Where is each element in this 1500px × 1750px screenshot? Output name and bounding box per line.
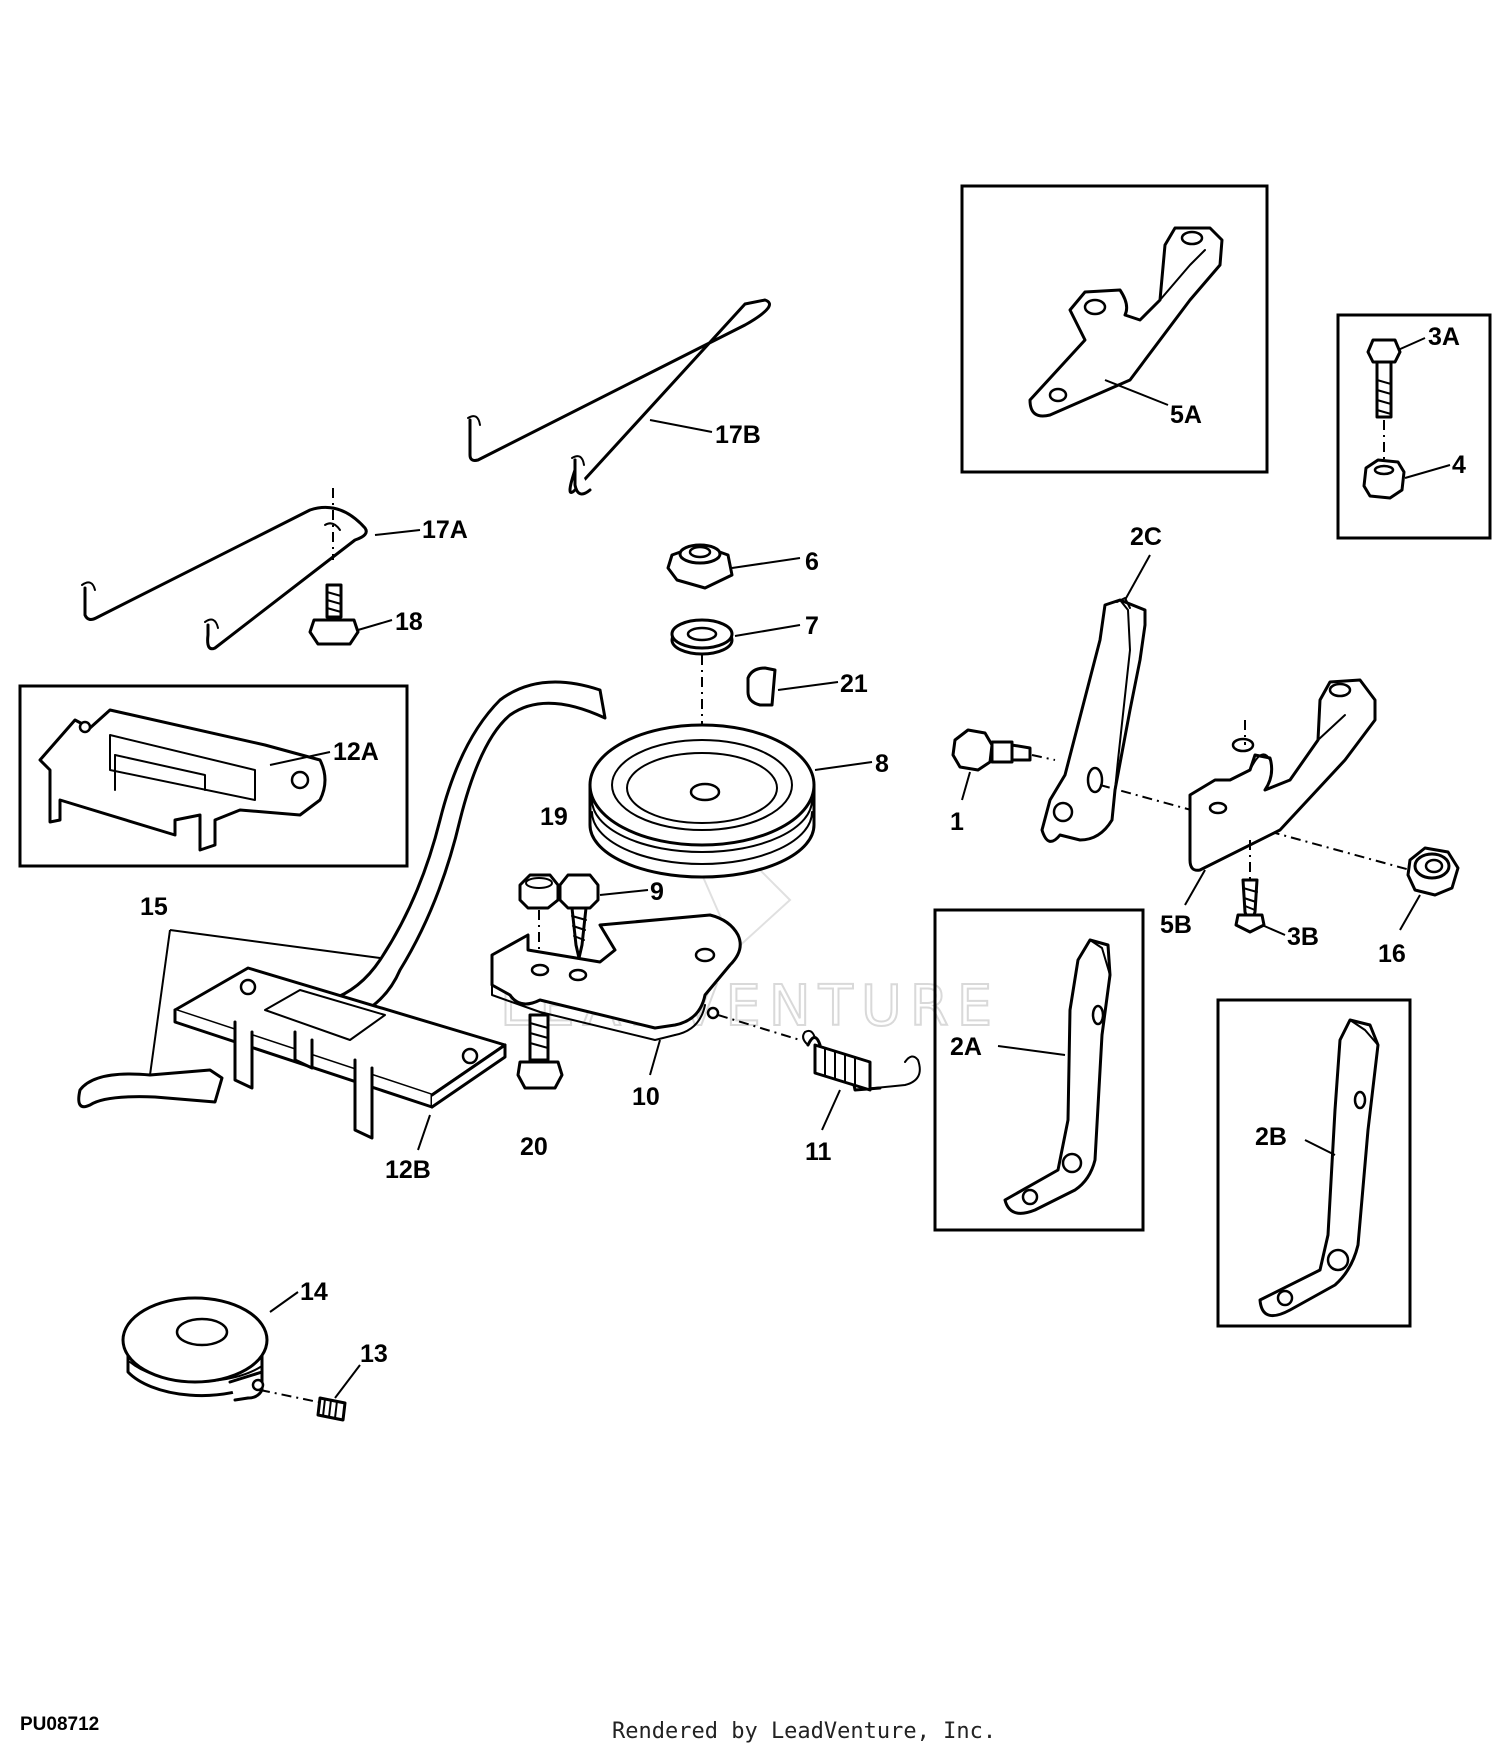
callout-17a: 17A xyxy=(422,516,468,544)
callout-5a: 5A xyxy=(1170,401,1202,429)
part-2c-arm[interactable] xyxy=(1040,597,1147,843)
callout-11: 11 xyxy=(805,1138,832,1166)
callout-13: 13 xyxy=(360,1340,388,1368)
render-credit: Rendered by LeadVenture, Inc. xyxy=(612,1719,996,1744)
inset-box-5a xyxy=(960,184,1269,474)
callout-9: 9 xyxy=(650,878,664,906)
inset-box-2a xyxy=(933,908,1145,1232)
part-5b-bracket[interactable] xyxy=(1188,678,1377,872)
part-12a-bracket[interactable] xyxy=(38,708,327,852)
part-1-bolt[interactable] xyxy=(951,728,1032,772)
callout-3a: 3A xyxy=(1428,323,1460,351)
part-11-spring[interactable] xyxy=(802,1029,921,1092)
callout-2b: 2B xyxy=(1255,1123,1287,1151)
part-2b-arm[interactable] xyxy=(1258,1018,1380,1318)
callout-4: 4 xyxy=(1452,451,1466,479)
callout-16: 16 xyxy=(1378,940,1406,968)
part-20-bolt[interactable] xyxy=(516,1013,564,1090)
part-5a-bracket[interactable] xyxy=(1028,226,1224,418)
callout-3b: 3B xyxy=(1287,923,1319,951)
part-13-setscrew[interactable] xyxy=(316,1396,347,1422)
callout-15: 15 xyxy=(140,893,168,921)
figure-code: PU08712 xyxy=(20,1714,99,1735)
callout-6: 6 xyxy=(805,548,819,576)
callout-19: 19 xyxy=(540,803,568,831)
part-10-idler-arm[interactable] xyxy=(490,913,742,1041)
callout-7: 7 xyxy=(805,612,819,640)
part-21-key[interactable] xyxy=(746,666,777,707)
part-9-screw[interactable] xyxy=(558,873,600,960)
part-19-nut[interactable] xyxy=(518,873,560,910)
callout-5b: 5B xyxy=(1160,911,1192,939)
part-14-pulley[interactable] xyxy=(121,1296,269,1402)
callout-14: 14 xyxy=(300,1278,328,1306)
inset-box-3a-4 xyxy=(1336,313,1492,540)
part-17a-wire[interactable] xyxy=(81,505,368,651)
callout-21: 21 xyxy=(840,670,868,698)
part-2a-arm[interactable] xyxy=(1003,938,1112,1215)
part-12b-plate[interactable] xyxy=(173,966,507,1140)
callout-8: 8 xyxy=(875,750,889,778)
callout-2c: 2C xyxy=(1130,523,1162,551)
callout-17b: 17B xyxy=(715,421,761,449)
inset-box-12a xyxy=(18,684,409,868)
callout-12b: 12B xyxy=(385,1156,431,1184)
callout-2a: 2A xyxy=(950,1033,982,1061)
part-8-pulley[interactable] xyxy=(588,723,816,879)
callout-1: 1 xyxy=(950,808,964,836)
part-7-washer[interactable] xyxy=(670,618,734,656)
callout-10: 10 xyxy=(632,1083,660,1111)
callout-20: 20 xyxy=(520,1133,548,1161)
part-3b-screw[interactable] xyxy=(1234,878,1266,934)
inset-box-2b xyxy=(1216,998,1412,1328)
part-17b-wire[interactable] xyxy=(467,298,771,496)
part-4-nut[interactable] xyxy=(1362,458,1406,500)
part-3a-bolt[interactable] xyxy=(1366,338,1402,419)
part-16-nut[interactable] xyxy=(1406,846,1460,897)
callout-12a: 12A xyxy=(333,738,379,766)
part-6-nut[interactable] xyxy=(666,543,734,590)
callout-18: 18 xyxy=(395,608,423,636)
part-18-bolt[interactable] xyxy=(308,583,360,646)
